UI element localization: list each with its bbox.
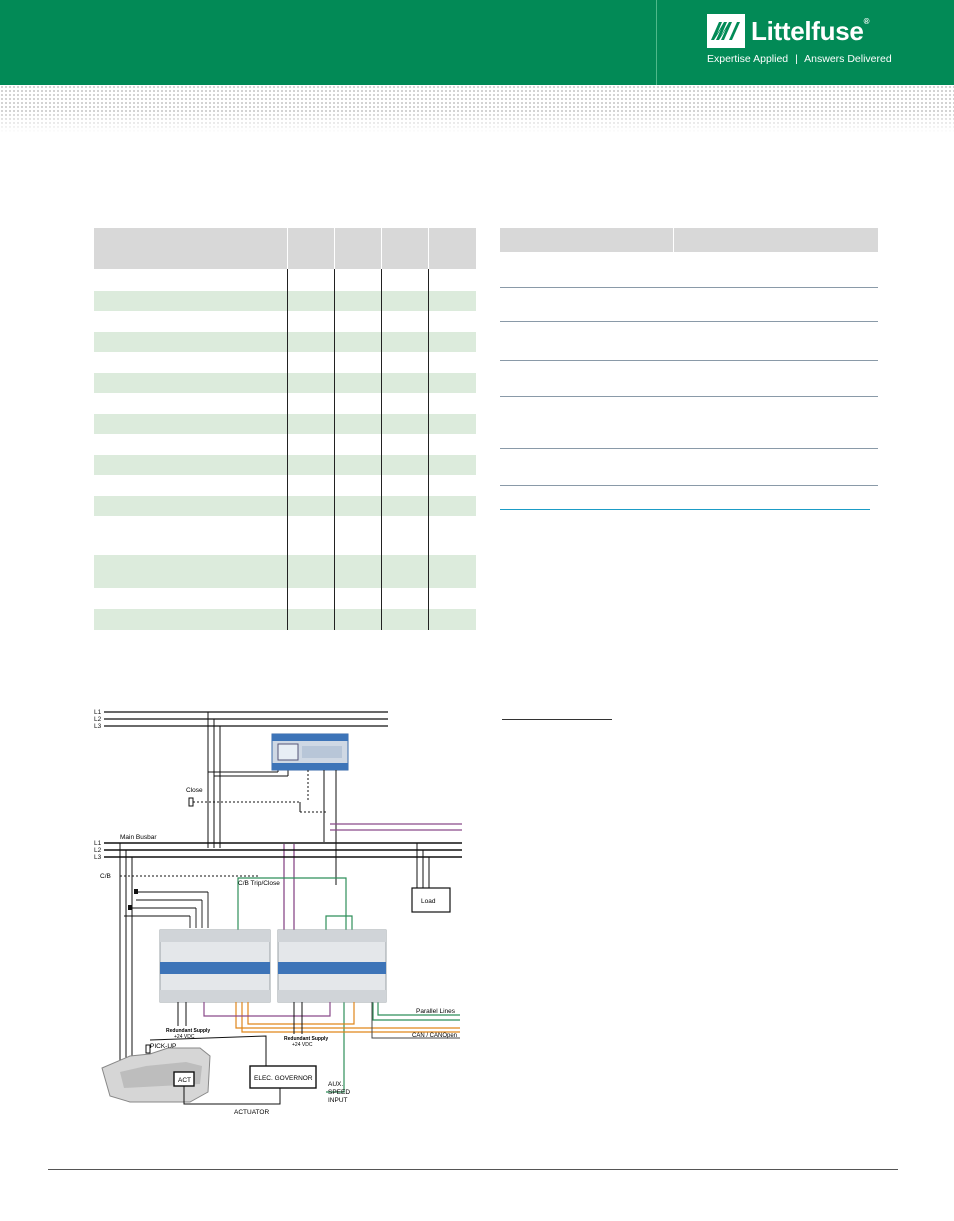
wiring-diagram: L1 L2 L3 Close Main Busbar (94, 709, 462, 1116)
green-signal-lines (237, 877, 460, 1093)
banner-divider (656, 0, 657, 85)
module-2 (277, 929, 387, 1003)
table-row (500, 360, 878, 397)
section-rule (500, 509, 870, 510)
table-row (94, 496, 476, 516)
load-box (411, 887, 451, 913)
tagline-right: Answers Delivered (804, 53, 892, 65)
generator-feed (119, 843, 133, 1062)
load-label: Load (421, 898, 436, 905)
table-row (94, 414, 476, 434)
aux-label: AUX. (328, 1081, 343, 1088)
line-label-bus-l1: L1 (94, 840, 102, 847)
redundant-supply-1-voltage: +24 VDC (174, 1034, 195, 1040)
cb-label: C/B (100, 873, 111, 880)
table-row (94, 475, 476, 496)
parallel-lines-label: Parallel Lines (416, 1008, 456, 1015)
elec-governor-label: ELEC. GOVERNOR (254, 1075, 313, 1082)
table-row (94, 588, 476, 609)
load-drops (416, 843, 430, 888)
dot-pattern-fade (0, 85, 954, 133)
redundant-supply-2-label: Redundant Supply (284, 1036, 328, 1042)
governor-box (249, 1065, 317, 1089)
table-row (94, 291, 476, 311)
close-label: Close (186, 787, 203, 794)
cb-trip-close-label: C/B Trip/Close (238, 880, 280, 887)
terminal-block-icon (271, 733, 349, 771)
footer-rule (48, 1169, 898, 1170)
tagline-left: Expertise Applied (707, 53, 789, 65)
spec-table-right (500, 228, 878, 486)
line-label-bus-l2: L2 (94, 847, 102, 854)
main-busbar-label: Main Busbar (120, 834, 157, 841)
table-row (94, 434, 476, 455)
table-row (500, 396, 878, 449)
actuator-label: ACTUATOR (234, 1109, 269, 1116)
table-row (500, 448, 878, 486)
table-row (94, 393, 476, 414)
heading-underline (502, 719, 612, 720)
orange-signal-lines (235, 1002, 460, 1033)
header-banner: Littelfuse® Expertise Applied | Answers … (0, 0, 954, 85)
table-row (500, 287, 878, 322)
registered-mark: ® (863, 17, 870, 26)
line-label-top-l2: L2 (94, 716, 102, 723)
table-row (94, 555, 476, 588)
table-row (500, 252, 878, 288)
act-label: ACT (178, 1077, 191, 1084)
table-row (500, 321, 878, 361)
brand-logo[interactable]: Littelfuse® Expertise Applied | Answers … (707, 14, 892, 70)
brand-tagline: Expertise Applied | Answers Delivered (707, 53, 892, 65)
table-header-row (94, 228, 476, 269)
module-1 (159, 929, 271, 1003)
table-row (94, 311, 476, 332)
table-row (94, 332, 476, 352)
table-header-row (500, 228, 878, 252)
can-label: CAN / CANOpen (412, 1033, 457, 1039)
redundant-supply-1-label: Redundant Supply (166, 1028, 210, 1034)
speed-label: SPEED (328, 1089, 350, 1096)
input-label: INPUT (328, 1097, 348, 1104)
top-drops (207, 712, 289, 848)
brand-name: Littelfuse (751, 16, 864, 46)
tagline-separator: | (795, 53, 798, 65)
table-row (94, 516, 476, 555)
table-row (94, 455, 476, 475)
table-row (94, 269, 476, 291)
line-label-top-l1: L1 (94, 709, 102, 716)
spec-table-left (94, 228, 476, 630)
redundant-supply-2-voltage: +24 VDC (292, 1042, 313, 1048)
top-phase-lines (104, 711, 388, 727)
pickup-label: PICK-UP (150, 1043, 176, 1050)
lightning-mark-icon (707, 14, 745, 48)
table-row (94, 373, 476, 393)
line-label-top-l3: L3 (94, 723, 102, 730)
line-label-bus-l3: L3 (94, 854, 102, 861)
main-busbar (104, 842, 462, 858)
table-row (94, 352, 476, 373)
table-row (94, 609, 476, 630)
